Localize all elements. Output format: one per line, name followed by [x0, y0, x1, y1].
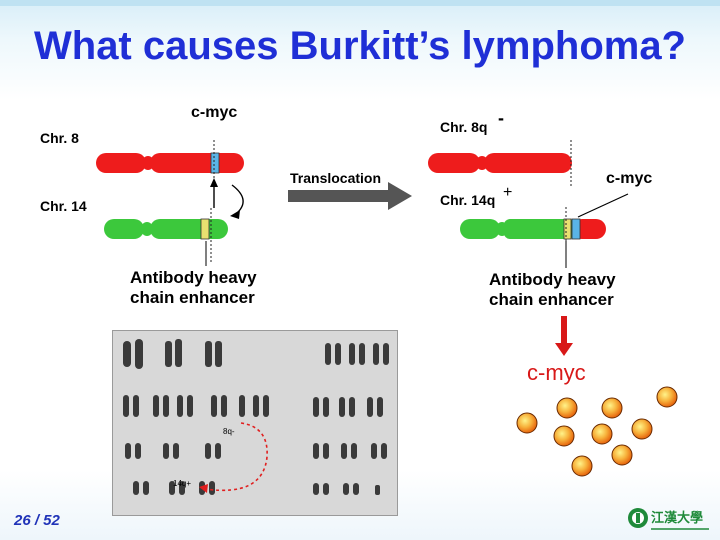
enhancer-label-before: Antibody heavy chain enhancer [130, 268, 257, 307]
chr14q-plus-sign: + [503, 184, 513, 201]
karyotype-photo: 8q- 14q+ [112, 330, 398, 516]
chromosome-14 [104, 208, 228, 262]
cmyc-label-before: c-myc [191, 104, 238, 121]
proliferating-cells [516, 386, 678, 477]
chr8q-minus-sign: - [498, 108, 504, 128]
cmyc-band [210, 152, 220, 174]
enhancer-band [200, 218, 210, 240]
cmyc-band [571, 218, 581, 240]
translocation-arrow [288, 182, 412, 210]
exchange-arrows [210, 178, 244, 219]
chromosome-8 [96, 140, 244, 186]
translocation-label: Translocation [290, 170, 382, 186]
chromosome-8q-minus [428, 140, 572, 186]
result-cmyc-label: c-myc [527, 360, 586, 385]
chromosome-14q-plus [460, 207, 606, 256]
chr8q-label: Chr. 8q [440, 119, 488, 135]
enhancer-band [563, 218, 572, 240]
chr14-label: Chr. 14 [40, 198, 87, 214]
cmyc-label-after: c-myc [606, 170, 653, 187]
karyotype-8q-label: 8q- [223, 427, 235, 436]
slide-title: What causes Burkitt’s lymphoma? [34, 24, 686, 68]
karyotype-14q-label: 14q+ [173, 479, 192, 488]
top-strip [0, 0, 720, 6]
page-number: 26 / 52 [14, 512, 60, 529]
logo-text: 江漢大學 [651, 511, 704, 526]
enhancer-label-after: Antibody heavy chain enhancer [489, 270, 616, 309]
karyotype-chromosomes [113, 331, 397, 515]
chr14q-label: Chr. 14q [440, 192, 496, 208]
result-arrow [555, 316, 573, 356]
university-logo: 江漢大學 [627, 505, 711, 531]
chr8-label: Chr. 8 [40, 130, 79, 146]
